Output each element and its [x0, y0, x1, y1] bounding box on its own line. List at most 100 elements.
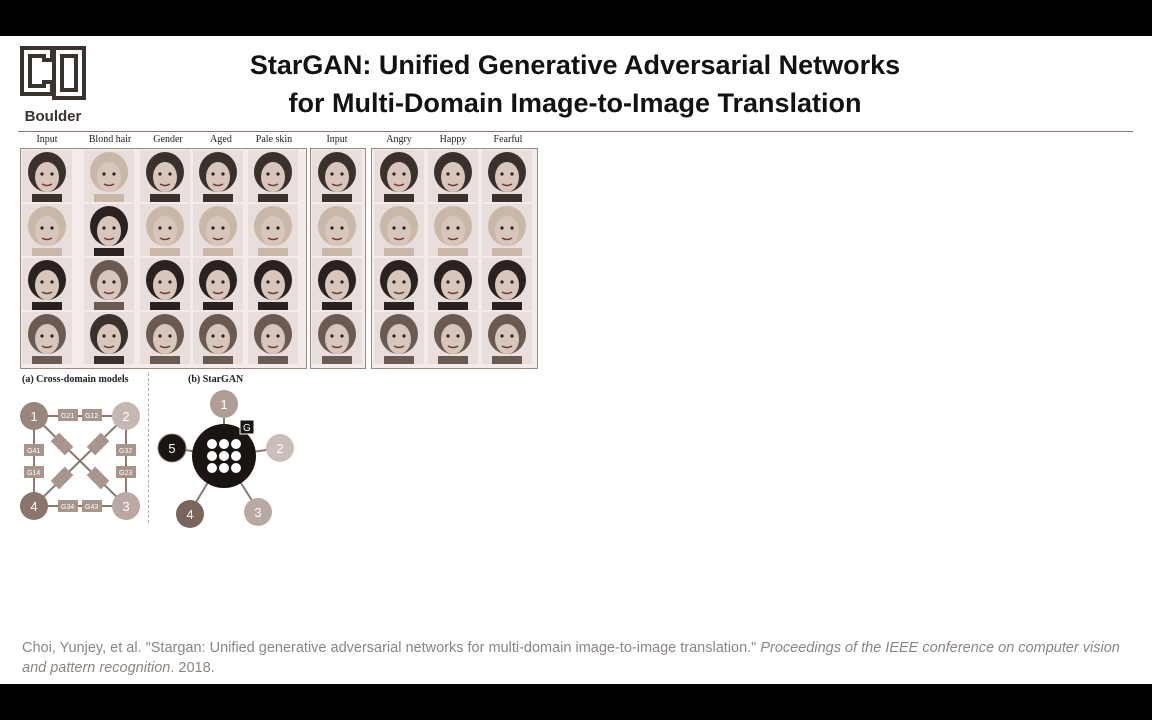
generator-label: G14 [27, 470, 40, 477]
slide: Boulder StarGAN: Unified Generative Adve… [0, 36, 1152, 684]
face-thumbnail [84, 150, 134, 202]
face-image [374, 204, 424, 256]
face-image [374, 258, 424, 310]
face-thumbnail [248, 150, 298, 202]
logo-label: Boulder [24, 108, 82, 125]
generator-label: G43 [85, 504, 98, 511]
title-line-1: StarGAN: Unified Generative Adversarial … [249, 50, 901, 80]
column-header: Angry [386, 134, 412, 145]
face-image [482, 312, 532, 364]
generator-label: G12 [85, 413, 98, 420]
node-label: 1 [220, 397, 227, 412]
face-image [84, 312, 134, 364]
face-image [193, 204, 243, 256]
face-thumbnail [140, 312, 190, 364]
face-image [428, 150, 478, 202]
generator-label: G41 [27, 448, 40, 455]
generator-label: G23 [119, 470, 132, 477]
node-label: 5 [168, 441, 175, 456]
face-thumbnail [22, 204, 72, 256]
face-thumbnail [482, 312, 532, 364]
face-image [140, 258, 190, 310]
face-thumbnail [482, 150, 532, 202]
face-image [193, 150, 243, 202]
face-image [428, 258, 478, 310]
citation-venue: Proceedings of the IEEE conference on co… [22, 640, 1120, 676]
face-thumbnail [428, 150, 478, 202]
face-image [312, 150, 362, 202]
column-header: Aged [210, 134, 232, 145]
title-divider [18, 131, 1133, 132]
citation-year: . 2018. [170, 660, 215, 676]
slide-title: StarGAN: Unified Generative Adversarial … [130, 46, 1020, 122]
face-thumbnail [84, 258, 134, 310]
title-line-2: for Multi-Domain Image-to-Image Translat… [288, 88, 862, 118]
center-label: G [243, 423, 251, 434]
face-thumbnail [374, 312, 424, 364]
face-image [374, 312, 424, 364]
face-image [140, 312, 190, 364]
node-label: 4 [30, 499, 37, 514]
citation-paper: "Stargan: Unified generative adversarial… [145, 640, 757, 656]
face-thumbnail [22, 312, 72, 364]
citation: Choi, Yunjey, et al. "Stargan: Unified g… [22, 638, 1132, 678]
face-thumbnail [482, 204, 532, 256]
face-thumbnail [140, 258, 190, 310]
face-thumbnail [193, 204, 243, 256]
stargan-diagram: G 1 2 3 4 5 [157, 390, 294, 528]
generator-label: G32 [119, 448, 132, 455]
face-image [482, 258, 532, 310]
face-image [482, 204, 532, 256]
face-image [140, 204, 190, 256]
face-image [22, 204, 72, 256]
node-label: 2 [122, 409, 129, 424]
face-image [428, 204, 478, 256]
figure-divider [148, 373, 149, 523]
face-image [248, 312, 298, 364]
face-image [22, 150, 72, 202]
generator-label: G34 [61, 504, 74, 511]
column-header: Happy [439, 134, 467, 145]
label-cross-domain: (a) Cross-domain models [22, 374, 129, 385]
face-thumbnail [84, 312, 134, 364]
column-header: Pale skin [255, 134, 293, 145]
face-thumbnail [312, 150, 362, 202]
face-image [482, 150, 532, 202]
face-thumbnail [374, 150, 424, 202]
node-label: 4 [186, 507, 193, 522]
face-image [248, 258, 298, 310]
face-image [312, 312, 362, 364]
face-image [22, 258, 72, 310]
node-label: 1 [30, 409, 37, 424]
face-thumbnail [140, 150, 190, 202]
face-image [248, 204, 298, 256]
face-thumbnail [374, 258, 424, 310]
face-thumbnail [248, 258, 298, 310]
face-thumbnail [84, 204, 134, 256]
column-header: Gender [153, 134, 183, 145]
face-thumbnail [248, 204, 298, 256]
face-image [84, 258, 134, 310]
cu-logo-icon [20, 46, 86, 100]
column-header: Fearful [493, 134, 523, 145]
face-thumbnail [312, 312, 362, 364]
column-header: Input [36, 134, 58, 145]
column-header: Blond hair [88, 134, 132, 145]
face-thumbnail [428, 204, 478, 256]
face-thumbnail [428, 258, 478, 310]
node-label: 3 [254, 505, 261, 520]
face-image [193, 258, 243, 310]
face-thumbnail [428, 312, 478, 364]
face-thumbnail [248, 312, 298, 364]
cu-boulder-logo: Boulder [18, 42, 88, 126]
citation-authors: Choi, Yunjey, et al. [22, 640, 142, 656]
face-thumbnail [374, 204, 424, 256]
face-thumbnail [312, 204, 362, 256]
face-image [312, 204, 362, 256]
node-label: 2 [276, 441, 283, 456]
face-thumbnail [482, 258, 532, 310]
face-thumbnail [193, 150, 243, 202]
face-image [140, 150, 190, 202]
face-image [374, 150, 424, 202]
face-image [193, 312, 243, 364]
